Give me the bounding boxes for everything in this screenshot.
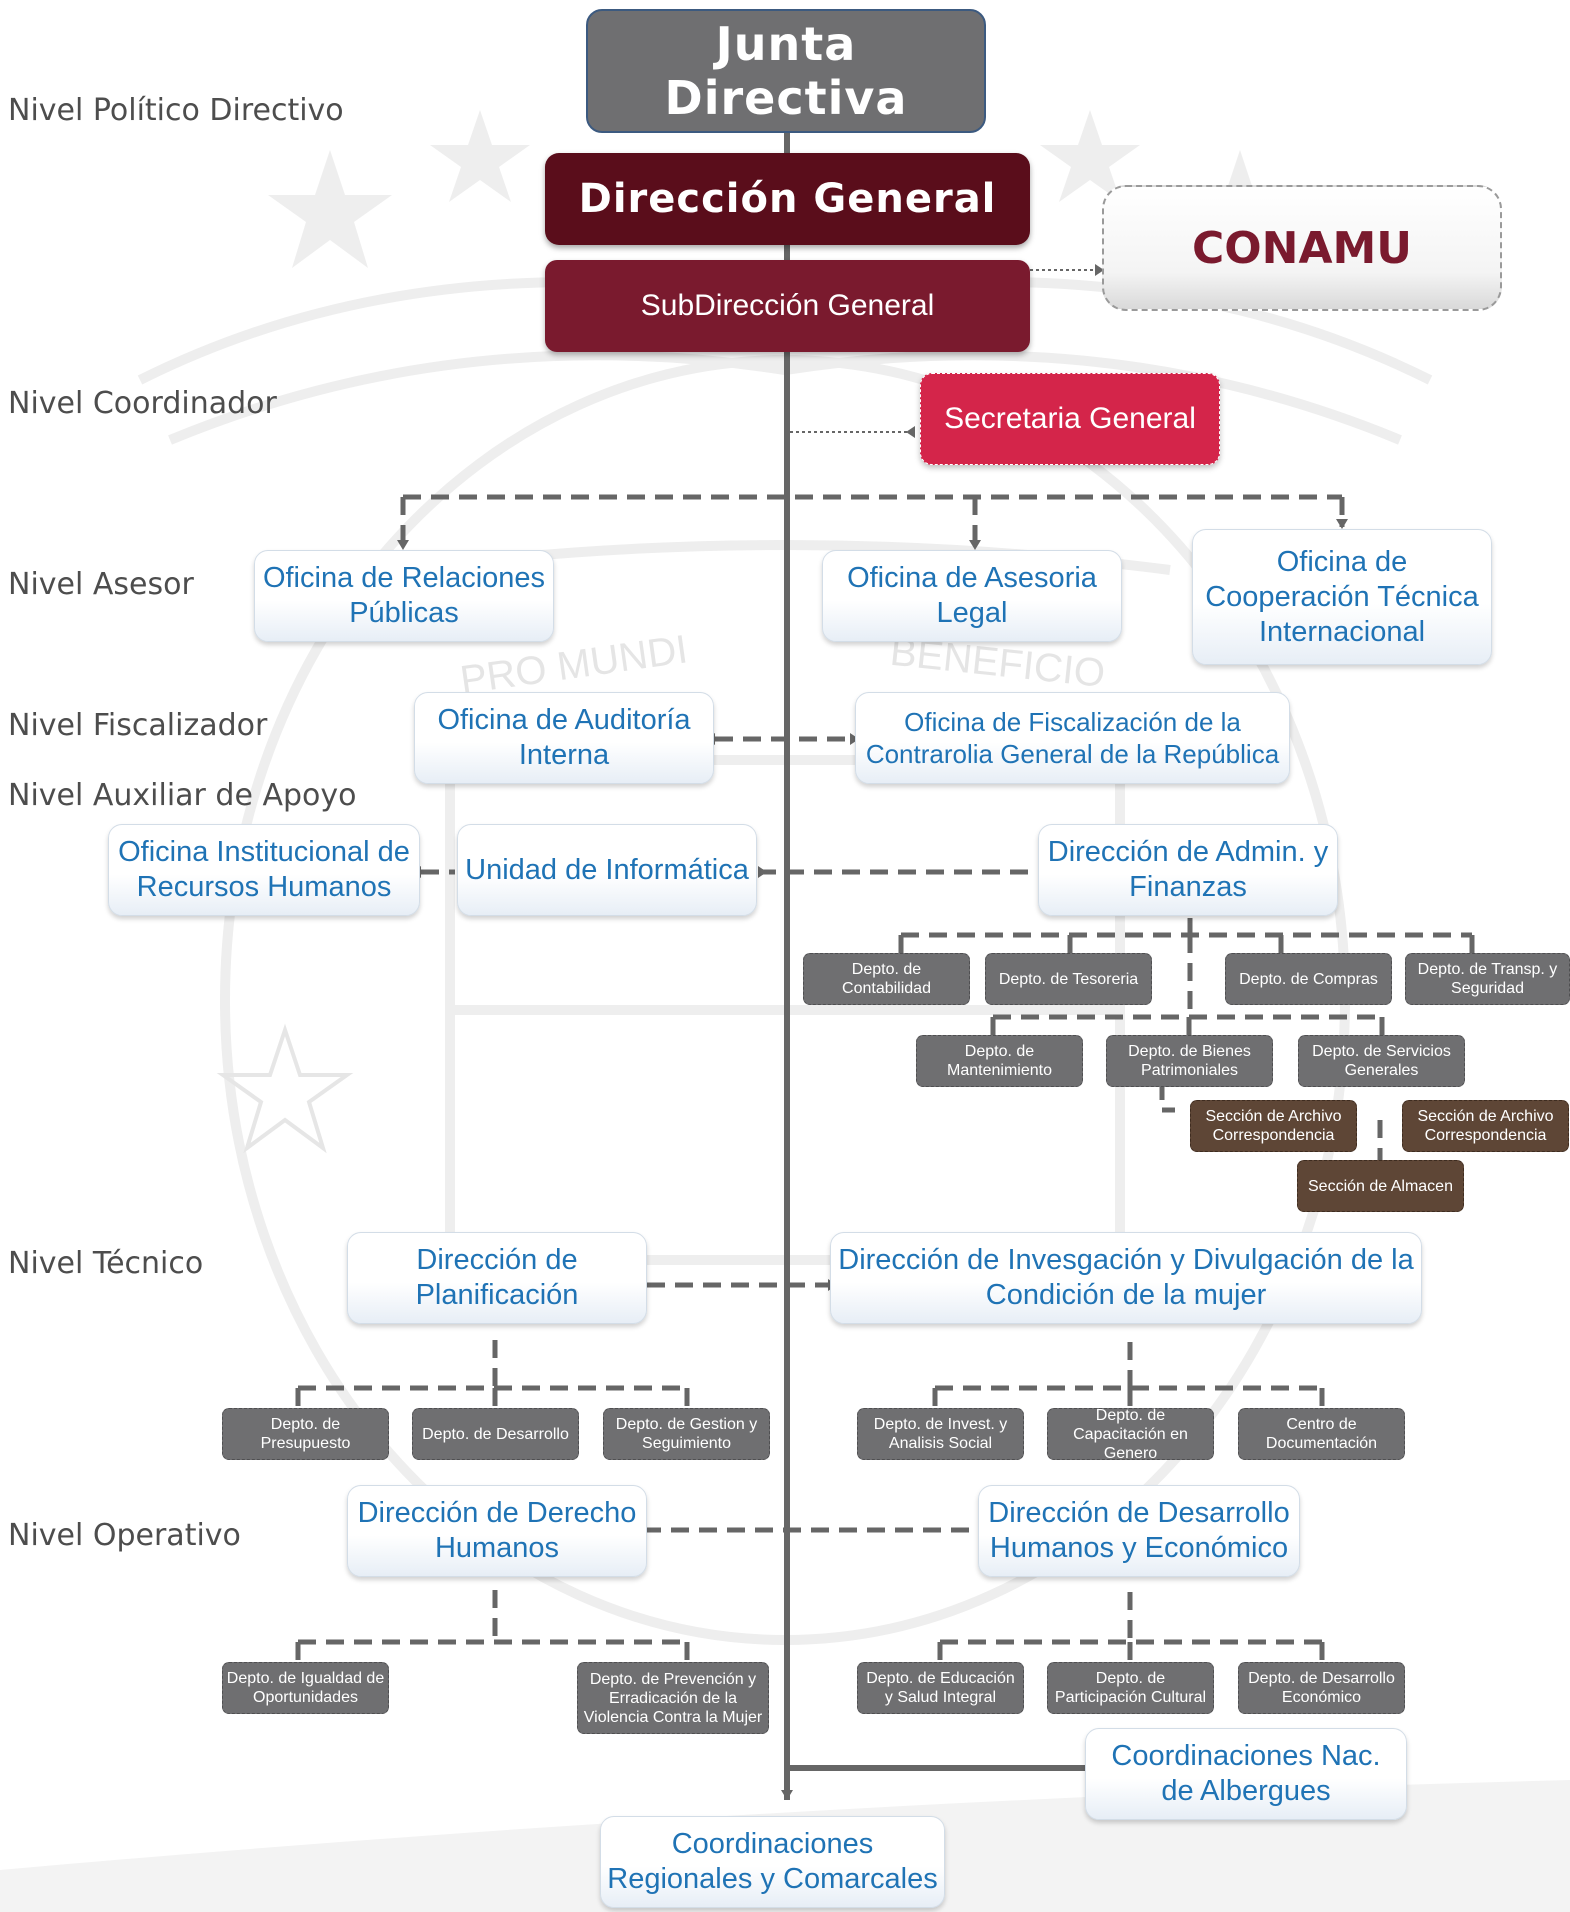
unidad-informatica-box[interactable]: Unidad de Informática — [457, 824, 757, 916]
direccion-planificacion-box[interactable]: Dirección de Planificación — [347, 1232, 647, 1324]
depto-tesoreria-box[interactable]: Depto. de Tesoreria — [985, 953, 1152, 1005]
coordinaciones-albergues-box[interactable]: Coordinaciones Nac. de Albergues — [1085, 1728, 1407, 1820]
junta-directiva-box[interactable]: Junta Directiva — [586, 9, 986, 133]
level-label-fiscalizador: Nivel Fiscalizador — [8, 708, 268, 743]
depto-gestion-seguimiento-box[interactable]: Depto. de Gestion y Seguimiento — [603, 1408, 770, 1460]
level-label-auxiliar: Nivel Auxiliar de Apoyo — [8, 778, 357, 813]
oficina-relaciones-publicas-box[interactable]: Oficina de Relaciones Públicas — [254, 550, 554, 642]
depto-desarrollo-economico-box[interactable]: Depto. de Desarrollo Económico — [1238, 1662, 1405, 1714]
oficina-asesoria-legal-box[interactable]: Oficina de Asesoria Legal — [822, 550, 1122, 642]
direccion-general-box[interactable]: Dirección General — [545, 153, 1030, 245]
depto-desarrollo-box[interactable]: Depto. de Desarrollo — [412, 1408, 579, 1460]
level-label-coordinador: Nivel Coordinador — [8, 386, 277, 421]
depto-bienes-patrimoniales-box[interactable]: Depto. de Bienes Patrimoniales — [1106, 1035, 1273, 1087]
depto-contabilidad-box[interactable]: Depto. de Contabilidad — [803, 953, 970, 1005]
secretaria-general-box[interactable]: Secretaria General — [920, 373, 1220, 465]
depto-educacion-salud-box[interactable]: Depto. de Educación y Salud Integral — [857, 1662, 1024, 1714]
seccion-archivo-correspondencia-left-box[interactable]: Sección de Archivo Correspondencia — [1190, 1100, 1357, 1152]
depto-mantenimiento-box[interactable]: Depto. de Mantenimiento — [916, 1035, 1083, 1087]
depto-prevencion-violencia-box[interactable]: Depto. de Prevención y Erradicación de l… — [577, 1662, 769, 1734]
seccion-archivo-correspondencia-right-box[interactable]: Sección de Archivo Correspondencia — [1402, 1100, 1569, 1152]
direccion-admin-finanzas-box[interactable]: Dirección de Admin. y Finanzas — [1038, 824, 1338, 916]
subdireccion-general-box[interactable]: SubDirección General — [545, 260, 1030, 352]
depto-compras-box[interactable]: Depto. de Compras — [1225, 953, 1392, 1005]
oficina-cooperacion-tecnica-box[interactable]: Oficina de Cooperación Técnica Internaci… — [1192, 529, 1492, 665]
direccion-desarrollo-humano-economico-box[interactable]: Dirección de Desarrollo Humanos y Económ… — [978, 1485, 1300, 1577]
depto-invest-analisis-social-box[interactable]: Depto. de Invest. y Analisis Social — [857, 1408, 1024, 1460]
depto-igualdad-oportunidades-box[interactable]: Depto. de Igualdad de Oportunidades — [222, 1662, 389, 1714]
oficina-recursos-humanos-box[interactable]: Oficina Institucional de Recursos Humano… — [108, 824, 420, 916]
centro-documentacion-box[interactable]: Centro de Documentación — [1238, 1408, 1405, 1460]
level-label-tecnico: Nivel Técnico — [8, 1246, 204, 1281]
depto-participacion-cultural-box[interactable]: Depto. de Participación Cultural — [1047, 1662, 1214, 1714]
oficina-auditoria-interna-box[interactable]: Oficina de Auditoría Interna — [414, 692, 714, 784]
level-label-politico: Nivel Político Directivo — [8, 93, 344, 128]
depto-servicios-generales-box[interactable]: Depto. de Servicios Generales — [1298, 1035, 1465, 1087]
depto-transporte-seguridad-box[interactable]: Depto. de Transp. y Seguridad — [1405, 953, 1570, 1005]
direccion-investigacion-box[interactable]: Dirección de Invesgación y Divulgación d… — [830, 1232, 1422, 1324]
seccion-almacen-box[interactable]: Sección de Almacen — [1297, 1160, 1464, 1212]
oficina-fiscalizacion-contraloria-box[interactable]: Oficina de Fiscalización de la Contrarol… — [855, 692, 1290, 784]
level-label-operativo: Nivel Operativo — [8, 1518, 241, 1553]
conamu-box[interactable]: CONAMU — [1102, 185, 1502, 311]
depto-presupuesto-box[interactable]: Depto. de Presupuesto — [222, 1408, 389, 1460]
depto-capacitacion-genero-box[interactable]: Depto. de Capacitación en Genero — [1047, 1407, 1214, 1462]
level-label-asesor: Nivel Asesor — [8, 567, 194, 602]
coordinaciones-regionales-box[interactable]: Coordinaciones Regionales y Comarcales — [600, 1816, 945, 1908]
direccion-derecho-humanos-box[interactable]: Dirección de Derecho Humanos — [347, 1485, 647, 1577]
